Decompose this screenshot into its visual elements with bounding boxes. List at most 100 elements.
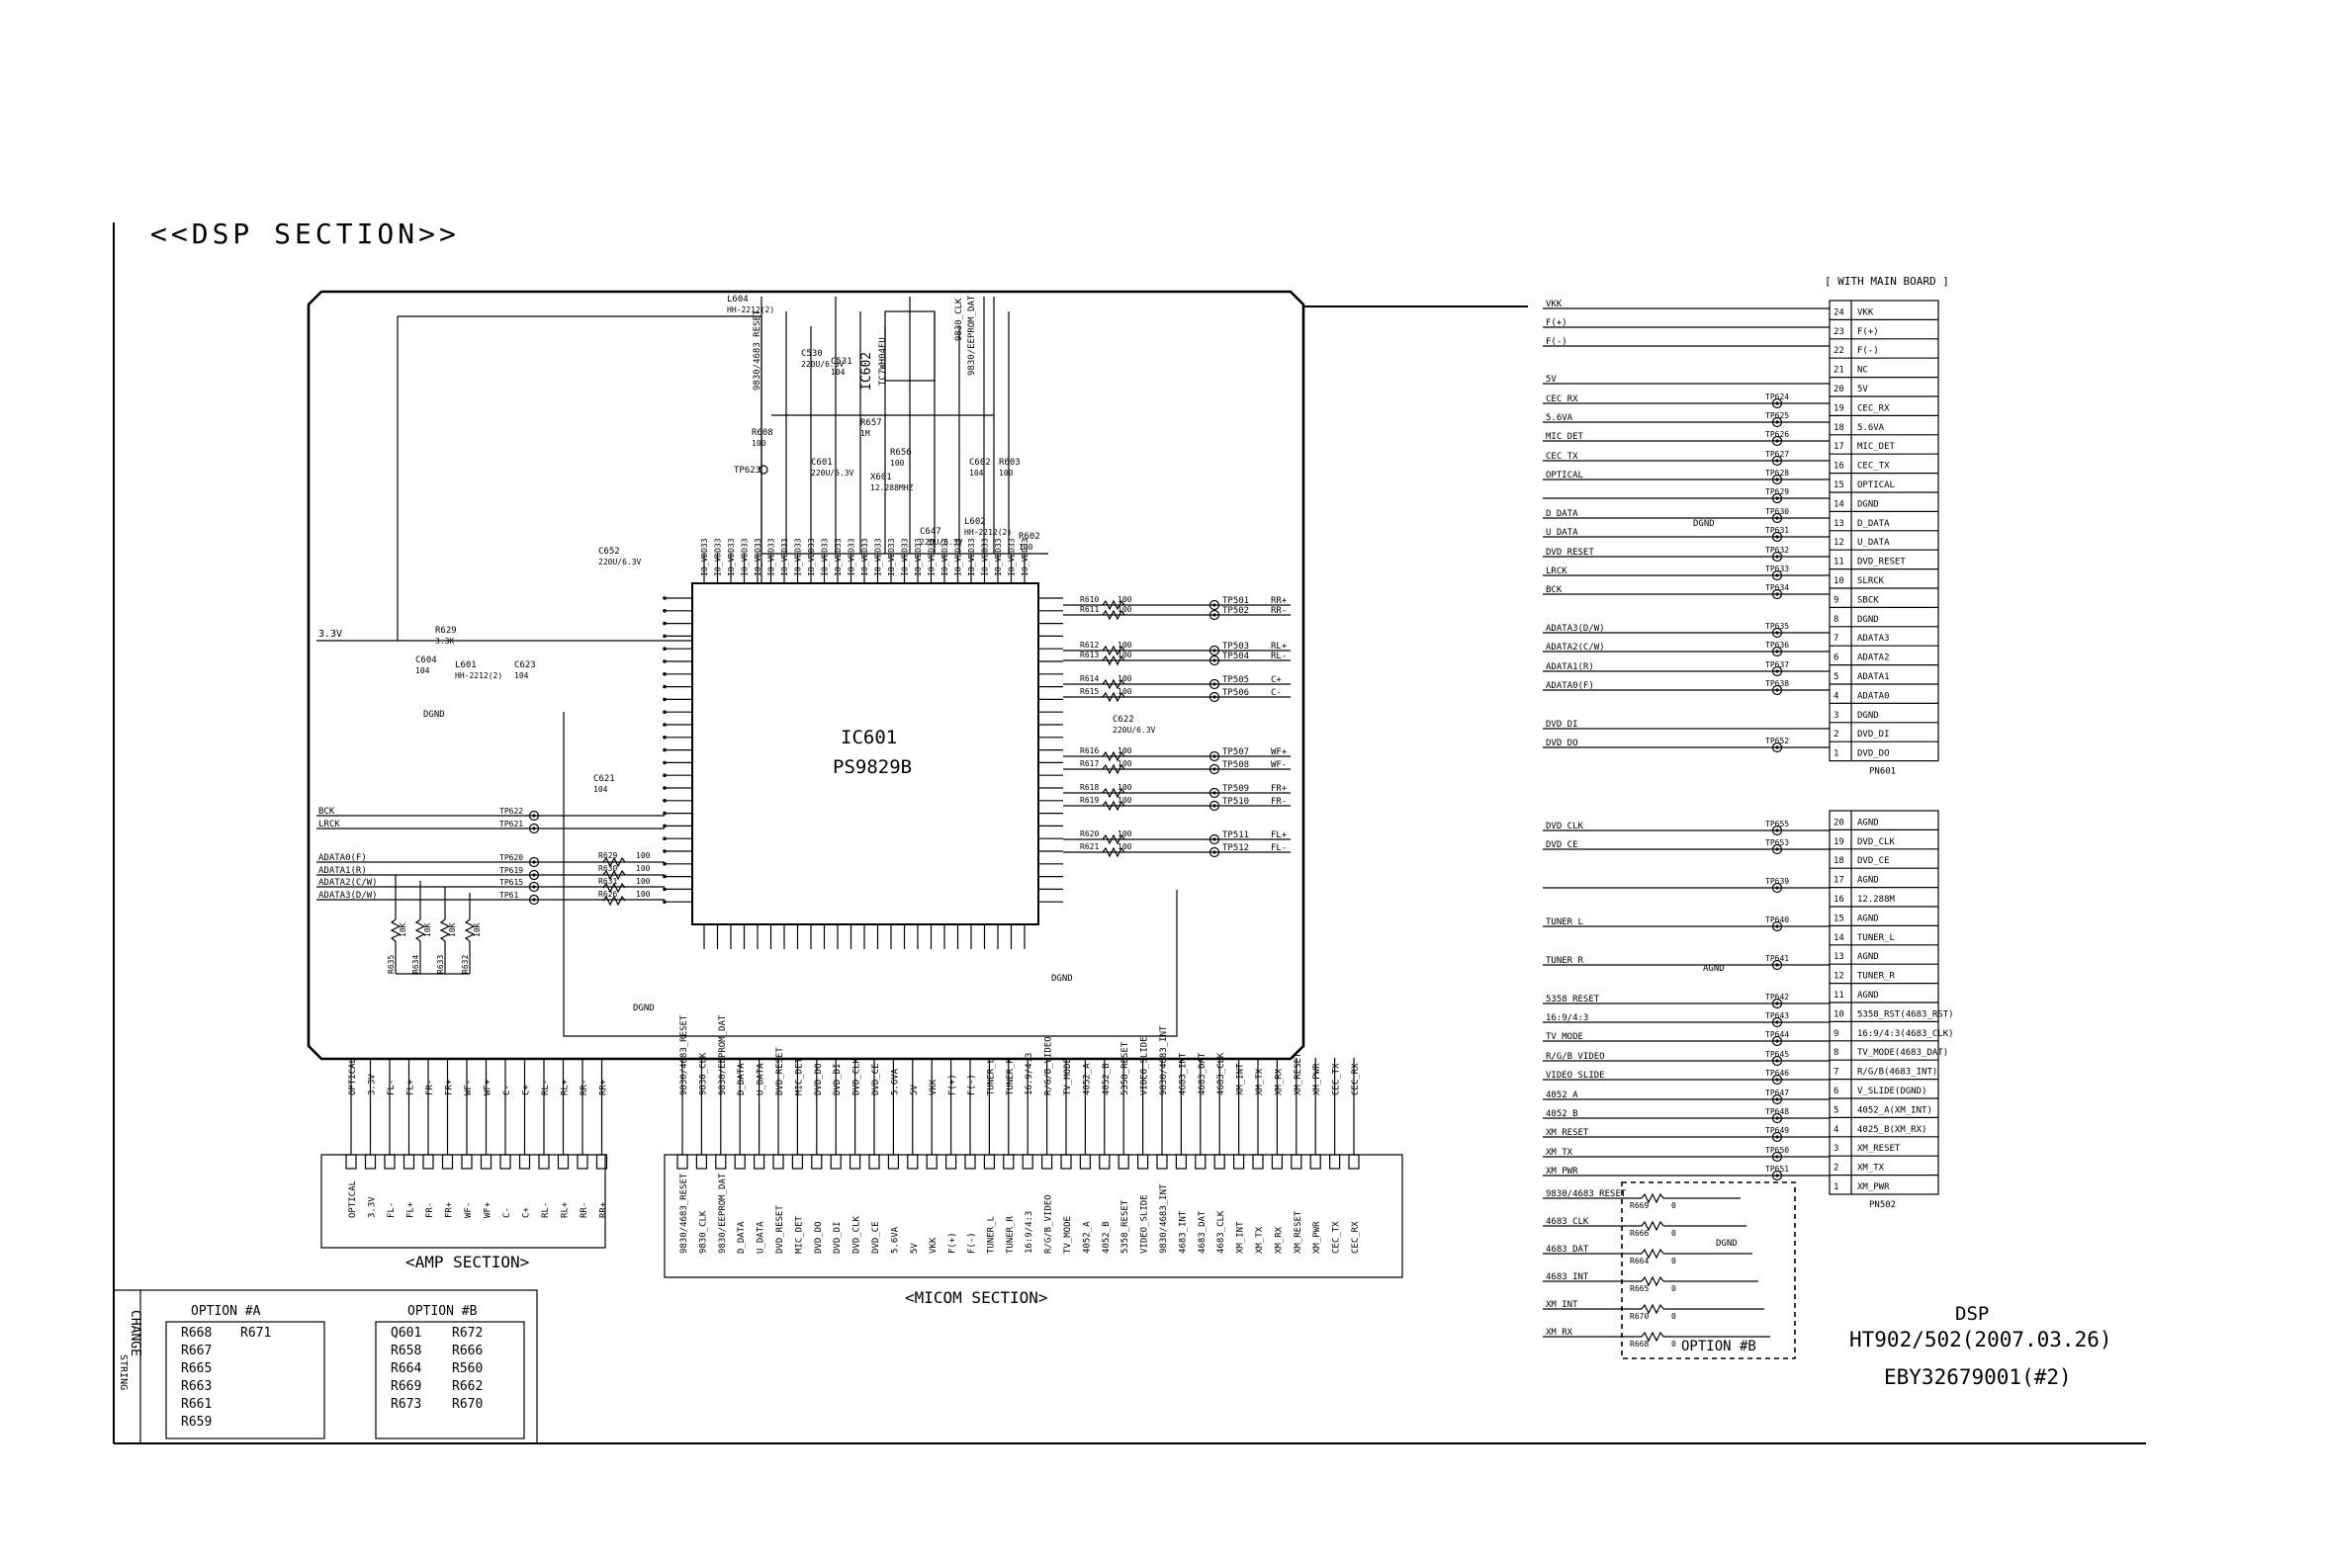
input-tp-label: TP622 [499, 807, 523, 816]
micom-pin-label: TV_MODE [1063, 1216, 1073, 1254]
micom-wire-label: XM_PWR [1312, 1063, 1322, 1095]
connector-pin [1291, 1154, 1302, 1170]
amp-wire-label: WF+ [484, 1079, 493, 1095]
resistor-value: 100 [636, 890, 651, 899]
amp-wire-label: FR+ [445, 1079, 455, 1095]
option-b-signal-label: XM_INT [1546, 1300, 1578, 1310]
connector-pin-number: 20 [1834, 818, 1844, 828]
micom-section-title: <MICOM SECTION> [905, 1288, 1048, 1307]
micom-pin-label: 4683_DAT [1198, 1210, 1208, 1254]
resistor-symbol [1641, 1303, 1664, 1315]
connector-pin [1271, 1154, 1284, 1170]
amp-section-title: <AMP SECTION> [405, 1253, 529, 1271]
connector-pin-name: AGND [1857, 914, 1879, 923]
connector-pin [1099, 1154, 1111, 1170]
test-point [1771, 1131, 1783, 1143]
micom-pin-label: CEC_RX [1351, 1221, 1361, 1254]
dgnd-label-right: DGND [1051, 974, 1073, 984]
component-value: HH-2212(2) [727, 305, 774, 314]
connector-pin-name: DGND [1857, 615, 1879, 625]
micom-pin-label: 9830/4683_RESET [679, 1173, 689, 1254]
component-value: 104 [514, 671, 529, 680]
speaker-tp-label: TP505 [1222, 675, 1249, 685]
test-point [1771, 646, 1783, 657]
resistor-symbol [1102, 833, 1125, 845]
connector-pin [1348, 1154, 1360, 1170]
main-tp-label: TP649 [1765, 1126, 1789, 1135]
micom-wire-label: TV_MODE [1063, 1058, 1073, 1095]
connector-pin-number: 9 [1834, 595, 1838, 605]
connector-pin-number: 16 [1834, 895, 1844, 905]
connector-pin [577, 1154, 588, 1170]
connector-pin-number: 8 [1834, 1048, 1838, 1058]
connector-pin-name: NC [1857, 366, 1868, 376]
main-signal-label: F(+) [1546, 318, 1567, 328]
sig-eeprom-label: 9830/EEPROM_DAT [967, 295, 977, 376]
micom-pin-label: 4052_B [1102, 1221, 1112, 1254]
ic601-pin-label: IO_VDD33 [981, 538, 990, 576]
connector-pin-name: ADATA2 [1857, 653, 1890, 663]
connector-pin [811, 1154, 823, 1170]
main-signal-label: ADATA0(F) [1546, 681, 1594, 691]
connector-pin [791, 1154, 804, 1170]
connector-pin [1079, 1154, 1092, 1170]
dsp-board-outline [307, 290, 1305, 1061]
main-tp-label: TP635 [1765, 622, 1789, 631]
option-b-item: R672 [452, 1326, 483, 1341]
test-point [1771, 551, 1783, 563]
micom-wire-label: 4052_A [1082, 1063, 1092, 1095]
connector-pin-name: DGND [1857, 499, 1879, 509]
speaker-signal-label: FL- [1271, 843, 1287, 853]
speaker-resistor-value: 100 [1118, 842, 1132, 851]
connector-pin-name: DVD_DI [1857, 730, 1890, 740]
component-ref: L601 [455, 660, 477, 670]
option-b-resistor-ref: R668 [1630, 1340, 1649, 1349]
micom-pin-label: XM_PWR [1312, 1221, 1322, 1254]
option-b-signal-label: XM_RX [1546, 1328, 1573, 1338]
test-point [1208, 846, 1220, 858]
test-point [1771, 455, 1783, 467]
ic601-pin-label: IO_VDD33 [967, 538, 976, 576]
connector-pin [753, 1154, 765, 1170]
component-value: HH-2212(2) [455, 671, 502, 680]
component-ref: R603 [999, 458, 1021, 468]
connector-pin-number: 13 [1834, 952, 1844, 962]
input-tp-label: TP615 [499, 878, 523, 887]
option-a-item: R667 [181, 1344, 212, 1358]
main-tp-label: TP652 [1765, 737, 1789, 745]
speaker-tp-label: TP512 [1222, 843, 1249, 853]
component-value: 100 [890, 459, 905, 468]
connector-pin-name: AGND [1857, 991, 1879, 1001]
option-b-resistor-ref: R665 [1630, 1284, 1649, 1293]
speaker-signal-label: WF+ [1271, 747, 1288, 757]
connector-pin [538, 1154, 550, 1170]
micom-pin-label: F(-) [967, 1232, 977, 1254]
speaker-resistor-value: 100 [1118, 605, 1132, 614]
test-point [1771, 1016, 1783, 1028]
option-a-item: R661 [181, 1397, 212, 1412]
amp-pin-label: WF- [464, 1202, 474, 1218]
connector-pin-number: 14 [1834, 499, 1844, 509]
amp-wire-label: RL+ [561, 1079, 571, 1095]
connector-pin-name: SLRCK [1857, 576, 1885, 586]
main-tp-label: TP624 [1765, 392, 1789, 401]
connector-pin [907, 1154, 919, 1170]
speaker-resistor-value: 100 [1118, 595, 1132, 604]
amp-pin-label: RR+ [599, 1201, 609, 1218]
connector-pin-number: 4 [1834, 1125, 1838, 1135]
speaker-resistor-ref: R611 [1080, 605, 1099, 614]
component-ref: C622 [1113, 715, 1134, 725]
connector-pin [734, 1154, 746, 1170]
component-ref: C531 [831, 357, 852, 367]
amp-wire-label: C+ [522, 1085, 532, 1095]
connector-pin-name: TUNER_R [1857, 972, 1896, 982]
test-point [1771, 665, 1783, 677]
amp-wire-label: RL- [541, 1080, 551, 1095]
pulldown-value: 10K [423, 922, 432, 937]
test-point [528, 856, 540, 868]
connector-pin-number: 10 [1834, 576, 1844, 586]
connector-pin [1232, 1154, 1245, 1170]
connector-pin [403, 1154, 415, 1170]
amp-wire-label: RR+ [599, 1079, 609, 1095]
